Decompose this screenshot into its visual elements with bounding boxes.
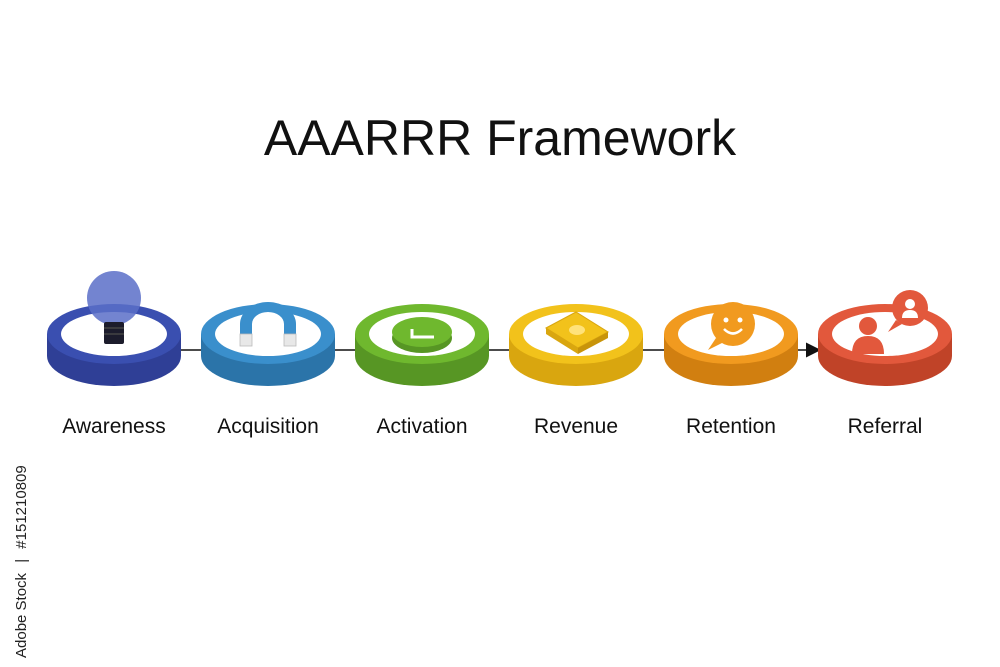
stage-revenue [509, 304, 643, 386]
watermark-side-text: Adobe Stock | #151210809 [10, 430, 32, 660]
watermark-brand: Adobe Stock [13, 572, 30, 658]
smiley-chat-icon [708, 302, 755, 350]
stage-label-acquisition: Acquisition [217, 415, 319, 438]
watermark-separator: | [13, 559, 30, 563]
stage-label-referral: Referral [847, 415, 923, 438]
framework-diagram: Awareness Acquisition Activation Revenue… [0, 250, 1000, 438]
referral-people-icon [852, 290, 928, 354]
stage-referral [818, 290, 952, 386]
stage-acquisition [201, 302, 335, 386]
svg-text:Adobe Stock | #151: Adobe Stock | #151210809 [13, 465, 30, 658]
lightbulb-icon [87, 271, 141, 344]
framework-diagram-graphic [47, 271, 952, 386]
stage-awareness [47, 271, 181, 386]
stage-label-revenue: Revenue [533, 415, 619, 438]
watermark-id: #151210809 [13, 465, 30, 548]
magnet-icon [239, 302, 297, 347]
stage-label-awareness: Awareness [62, 415, 166, 438]
money-icon [545, 311, 609, 354]
page-title: AAARRR Framework [263, 110, 737, 166]
stage-label-activation: Activation [376, 415, 468, 438]
watermark-text-graphic: Adobe Stock | #151210809 [13, 465, 30, 658]
stage-activation [355, 304, 489, 386]
stage-retention [664, 302, 798, 386]
stage-label-retention: Retention [686, 415, 776, 438]
check-icon [392, 317, 452, 353]
